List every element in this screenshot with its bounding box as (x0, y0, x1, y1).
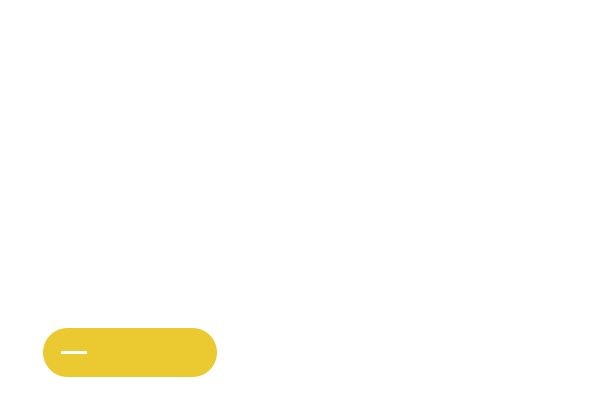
minus-icon (61, 351, 87, 354)
collapse-button[interactable] (43, 328, 217, 377)
